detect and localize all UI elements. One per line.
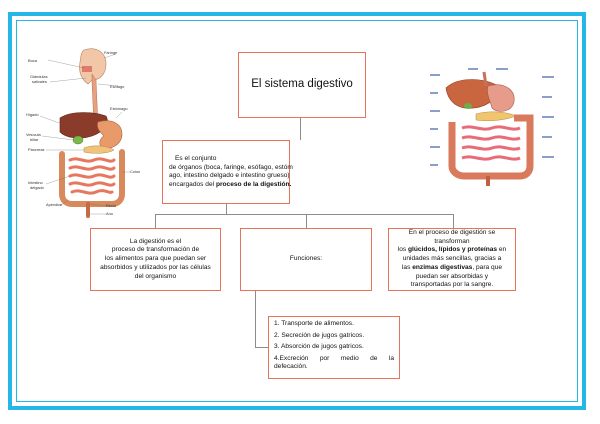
connector-definition-branch [226,204,227,214]
colon-organ-shape [448,114,534,180]
pancreas-shape [83,145,115,154]
head-shape [79,48,107,85]
transformation-text: En el proceso de digestión se transforma… [398,229,506,290]
label-esofago: Esófago [110,84,124,89]
mouth-shape [82,66,92,72]
stomach-organ-shape [487,84,515,112]
right-line-5-prefix: las [401,263,413,271]
function-item-1: 1. Transporte de alimentos. [274,320,354,327]
function-item-3: 3. Absorción de jugos gatricos. [274,343,364,351]
function-item-4-line-2: defecación. [274,362,308,370]
transformation-box: En el proceso de digestión se transforma… [388,228,516,291]
label-markers [430,68,554,166]
definition-box: Es el conjunto de órganos (boca, faringe… [162,140,293,204]
label-glandulas-2: salivales [32,79,47,84]
right-line-3: los glúcidos, lípidos y proteínas en [398,246,506,255]
label-boca: Boca [28,58,38,63]
outer-frame [8,12,586,410]
function-item-2: 2. Secreción de jugos gatricos. [274,331,365,339]
connector-functions-right [255,347,268,348]
label-glandulas-1: Glándulas [30,74,48,79]
connector-title-definition [300,118,301,140]
left-line-5: del organismo [134,272,177,280]
right-line-2: transforman [434,237,470,245]
digestion-definition-box: La digestión es el proceso de transforma… [90,228,221,291]
right-line-5-suffix: , para que [472,263,503,271]
esophagus-organ-shape [482,71,488,87]
connector-branch-left [155,214,156,228]
illustration-leader-lines [39,53,130,215]
label-pancreas: Páncreas [28,147,44,152]
functions-label: Funciones: [289,255,323,263]
label-ano: Ano [106,211,113,216]
definition-line-1: Es el conjunto [175,155,217,162]
label-intestino-1: Intestino [28,180,43,185]
stomach-shape [97,120,123,149]
right-line-6: puedan ser absorbidas y [415,272,489,280]
definition-line-4-bold: proceso de la digestión. [215,181,292,189]
label-vesicula-1: Vesícula [26,132,42,137]
label-estomago: Estómago [110,106,128,111]
gallbladder-shape [72,135,84,145]
label-colon: Colon [130,169,140,174]
digestive-organs-illustration [428,66,556,188]
right-line-3-prefix: los [397,246,409,254]
definition-line-4: encargados del proceso de la digestión. [169,181,291,190]
label-higado: Hígado [26,112,39,117]
label-apendice: Apéndice [46,202,62,207]
right-line-5-bold: enzimas digestivas [412,263,473,271]
functions-list-box: 1. Transporte de alimentos. 2. Secreción… [268,316,400,379]
right-line-7: transportadas por la sangre. [410,281,494,289]
left-line-4: absorbidos y utilizados por las células [100,263,211,271]
left-line-3: los alimentos para que puedan ser [104,255,207,263]
right-line-3-bold: glúcidos, lípidos y proteínas [408,246,498,254]
connector-branch-right [453,214,454,228]
inner-frame [16,20,578,402]
right-line-1: En el proceso de digestión se [408,229,496,237]
function-item-4-line-1: 4.Excreción por medio de la [274,355,394,363]
left-line-2: proceso de transformación de [111,246,200,254]
colon-shape [59,149,125,207]
gallbladder-organ-shape [464,103,472,109]
digestive-system-illustration: Boca Faringe Glándulas salivales Esófago… [26,48,140,218]
right-line-4: unidades más sencillas, gracias a [402,255,502,263]
definition-line-4-prefix: encargados del [169,181,216,189]
right-line-3-suffix: en [497,246,507,254]
label-faringe: Faringe [104,50,117,55]
connector-branch-horizontal [155,214,453,215]
small-intestine-organ-shape [461,125,521,161]
title-box: El sistema digestivo [238,52,366,118]
connector-functions-down [255,291,256,347]
small-intestine-shape [68,157,116,195]
label-recto: Recto [106,203,116,208]
page-title: El sistema digestivo [251,78,353,91]
left-line-1: La digestión es el [129,237,182,245]
right-line-5: las enzimas digestivas, para que [398,264,506,273]
connector-branch-center [306,214,307,228]
digestion-definition-text: La digestión es el proceso de transforma… [100,238,211,282]
label-vesicula-2: biliar [30,137,39,142]
definition-line-3: ago, intestino delgado e intestino grues… [169,172,290,180]
label-intestino-2: delgado [30,185,44,190]
definition-line-2: de órganos (boca, faringe, esófago, estó… [169,163,293,171]
functions-box: Funciones: [240,228,372,291]
